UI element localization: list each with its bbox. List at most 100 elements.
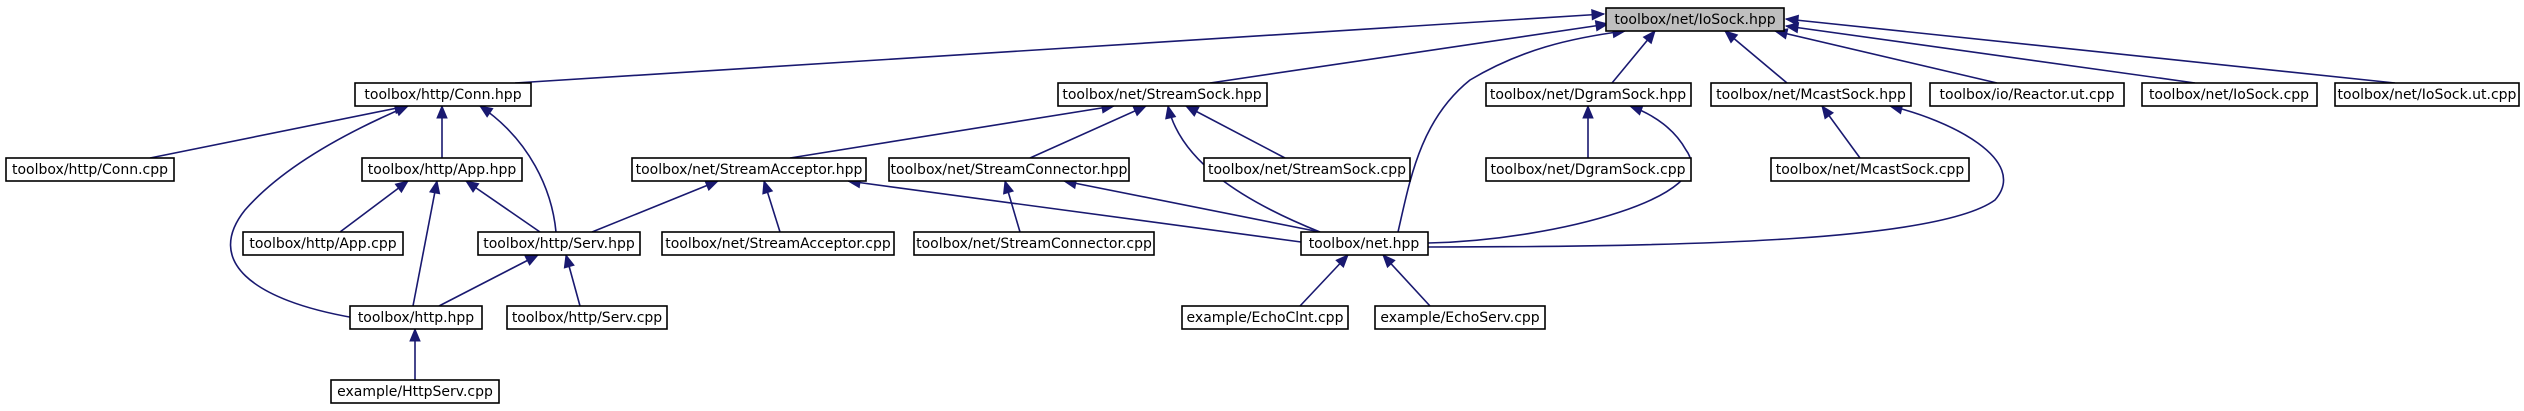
node-label: toolbox/net/IoSock.cpp	[2149, 87, 2309, 103]
edge-line	[1209, 23, 1609, 84]
node-label: toolbox/net/StreamConnector.cpp	[916, 236, 1152, 252]
arrowhead-icon	[1784, 22, 1800, 34]
edge-streamacceptor-hpp-to-streamsock-hpp	[789, 102, 1116, 159]
edge-line	[438, 254, 539, 307]
node-label: toolbox/net/StreamAcceptor.cpp	[665, 236, 891, 252]
arrowhead-icon	[478, 105, 494, 118]
arrowhead-icon	[563, 253, 575, 269]
edge-line	[465, 180, 541, 233]
edge-line	[514, 13, 1605, 84]
node-iosock-ut-cpp[interactable]: toolbox/net/IoSock.ut.cpp	[2334, 82, 2520, 107]
node-mcastsock-cpp[interactable]: toolbox/net/McastSock.cpp	[1770, 157, 1970, 182]
edge-iosock-cpp-to-iosock-hpp	[1784, 22, 2196, 84]
edge-conn-hpp-to-iosock-hpp	[514, 9, 1606, 84]
node-label: toolbox/net/IoSock.hpp	[1614, 12, 1775, 28]
edge-serv-cpp-to-serv-hpp	[563, 253, 581, 307]
edge-mcastsock-cpp-to-mcastsock-hpp	[1821, 104, 1861, 159]
node-label: toolbox/net/DgramSock.cpp	[1490, 162, 1685, 178]
arrowhead-icon	[1594, 20, 1610, 32]
node-streamacceptor-cpp[interactable]: toolbox/net/StreamAcceptor.cpp	[661, 231, 895, 256]
node-app-hpp[interactable]: toolbox/http/App.hpp	[361, 157, 523, 182]
arrowhead-icon	[428, 179, 441, 195]
node-streamconnector-cpp[interactable]: toolbox/net/StreamConnector.cpp	[913, 231, 1155, 256]
node-label: example/HttpServ.cpp	[337, 384, 493, 400]
edge-streamconnector-hpp-to-streamsock-hpp	[1029, 105, 1148, 159]
edge-line	[1785, 18, 2396, 84]
node-streamconnector-hpp[interactable]: toolbox/net/StreamConnector.hpp	[888, 157, 1130, 182]
arrowhead-icon	[524, 254, 540, 266]
edge-dgramsock-cpp-to-dgramsock-hpp	[1582, 104, 1594, 158]
edge-line	[1724, 30, 1788, 84]
edge-line	[591, 180, 719, 233]
node-label: toolbox/http/Conn.hpp	[364, 87, 521, 103]
edge-line	[789, 105, 1115, 159]
node-app-cpp[interactable]: toolbox/http/App.cpp	[242, 231, 404, 256]
edge-net-hpp-to-streamconnector-hpp	[1062, 177, 1321, 233]
arrowhead-icon	[409, 327, 421, 342]
edge-dgramsock-hpp-to-iosock-hpp	[1611, 29, 1656, 84]
edge-line	[1029, 105, 1147, 159]
edge-serv-hpp-to-app-hpp	[464, 180, 541, 233]
node-streamacceptor-hpp[interactable]: toolbox/net/StreamAcceptor.hpp	[631, 157, 867, 182]
edge-streamsock-cpp-to-streamsock-hpp	[1184, 105, 1286, 159]
edge-streamacceptor-cpp-to-streamacceptor-hpp	[762, 179, 781, 233]
arrowhead-icon	[464, 180, 480, 193]
node-label: toolbox/http.hpp	[358, 310, 474, 326]
node-streamsock-cpp[interactable]: toolbox/net/StreamSock.cpp	[1203, 157, 1411, 182]
node-label: toolbox/net/McastSock.hpp	[1716, 87, 1906, 103]
arrowhead-icon	[1591, 9, 1606, 21]
arrowhead-icon	[1003, 179, 1015, 195]
edge-iosock-ut-cpp-to-iosock-hpp	[1784, 14, 2396, 84]
edge-echoserv-cpp-to-net-hpp	[1382, 254, 1431, 307]
edge-line	[339, 180, 409, 233]
edge-app-cpp-to-app-hpp	[339, 180, 410, 233]
edge-line	[1427, 105, 2005, 248]
arrowhead-icon	[1582, 104, 1594, 119]
node-serv-cpp[interactable]: toolbox/http/Serv.cpp	[506, 305, 668, 330]
node-label: example/EchoServ.cpp	[1380, 310, 1539, 326]
node-label: toolbox/http/Serv.hpp	[483, 236, 635, 252]
node-reactor-ut-cpp[interactable]: toolbox/io/Reactor.ut.cpp	[1929, 82, 2125, 107]
node-dgramsock-cpp[interactable]: toolbox/net/DgramSock.cpp	[1485, 157, 1692, 182]
edge-line	[149, 105, 408, 159]
edge-line	[1185, 105, 1286, 159]
node-iosock-cpp[interactable]: toolbox/net/IoSock.cpp	[2141, 82, 2318, 107]
node-label: example/EchoClnt.cpp	[1187, 310, 1344, 326]
arrowhead-icon	[1184, 105, 1200, 117]
node-mcastsock-hpp[interactable]: toolbox/net/McastSock.hpp	[1710, 82, 1912, 107]
edge-line	[847, 180, 1302, 243]
edge-serv-hpp-to-streamacceptor-hpp	[591, 180, 720, 233]
edge-http-hpp-to-app-hpp	[412, 179, 441, 307]
node-echoclnt-cpp[interactable]: example/EchoClnt.cpp	[1181, 305, 1349, 330]
edge-line	[1785, 25, 2196, 84]
arrowhead-icon	[762, 179, 774, 195]
node-conn-hpp[interactable]: toolbox/http/Conn.hpp	[354, 82, 532, 107]
edge-line	[1063, 180, 1321, 233]
node-streamsock-hpp[interactable]: toolbox/net/StreamSock.hpp	[1057, 82, 1268, 107]
arrowhead-icon	[1382, 254, 1396, 269]
node-net-hpp[interactable]: toolbox/net.hpp	[1300, 231, 1429, 256]
edge-line	[229, 105, 409, 319]
node-serv-hpp[interactable]: toolbox/http/Serv.hpp	[477, 231, 641, 256]
edge-echoclnt-cpp-to-net-hpp	[1299, 254, 1349, 307]
edge-app-hpp-to-conn-hpp	[436, 104, 448, 158]
node-echoserv-cpp[interactable]: example/EchoServ.cpp	[1374, 305, 1546, 330]
node-label: toolbox/http/App.cpp	[249, 236, 396, 252]
node-label: toolbox/net/StreamAcceptor.hpp	[636, 162, 863, 178]
edge-http-hpp-to-conn-hpp	[229, 105, 410, 319]
edge-mcastsock-hpp-to-iosock-hpp	[1724, 30, 1788, 84]
node-httpserv-cpp[interactable]: example/HttpServ.cpp	[330, 379, 500, 404]
edge-line	[1774, 30, 1998, 84]
node-iosock-hpp[interactable]: toolbox/net/IoSock.hpp	[1605, 7, 1785, 32]
node-label: toolbox/net/StreamSock.hpp	[1062, 87, 1261, 103]
node-label: toolbox/http/Conn.cpp	[12, 162, 168, 178]
arrowhead-icon	[394, 180, 410, 194]
node-layer: toolbox/net/IoSock.hpp toolbox/http/Conn…	[5, 7, 2520, 404]
node-http-hpp[interactable]: toolbox/http.hpp	[349, 305, 483, 330]
node-label: toolbox/net.hpp	[1309, 236, 1420, 252]
edge-http-hpp-to-serv-hpp	[438, 254, 540, 307]
node-dgramsock-hpp[interactable]: toolbox/net/DgramSock.hpp	[1485, 82, 1692, 107]
node-label: toolbox/net/DgramSock.hpp	[1490, 87, 1686, 103]
node-conn-cpp[interactable]: toolbox/http/Conn.cpp	[5, 157, 175, 182]
arrowhead-icon	[1724, 30, 1739, 44]
